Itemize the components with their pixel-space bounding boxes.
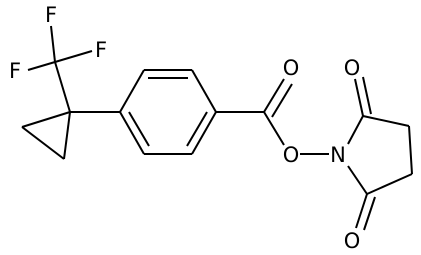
atom-o-imide-bottom: O xyxy=(344,229,361,253)
bond-imide-co-top-b xyxy=(362,76,372,115)
bond-cyclopropane-b xyxy=(21,126,65,160)
atom-f-right: F xyxy=(95,38,107,62)
atom-f-top: F xyxy=(45,3,57,27)
bond-ring-inner-right xyxy=(186,111,208,147)
bond-c5-n xyxy=(347,165,368,195)
bond-co-double-a xyxy=(263,78,285,113)
bond-c-f1 xyxy=(50,25,56,63)
bond-c3-c4 xyxy=(408,125,413,175)
atom-o-imide-top: O xyxy=(344,56,361,80)
bond-ring-1 xyxy=(119,69,145,113)
bond-c4-c5 xyxy=(366,173,413,195)
atom-o-ester: O xyxy=(283,143,300,167)
atom-n-imide: N xyxy=(330,143,346,167)
bond-co-double-b xyxy=(271,83,293,118)
bond-imide-co-bottom-a xyxy=(355,193,368,229)
bond-c2-c3 xyxy=(362,115,410,127)
bond-imide-co-bottom-b xyxy=(363,196,376,231)
bond-cf3-cyclopropyl xyxy=(54,61,71,113)
bond-imide-co-top-a xyxy=(354,78,364,117)
bond-ring-3 xyxy=(191,69,217,113)
bond-c-o-ester xyxy=(263,111,285,146)
atom-f-left: F xyxy=(9,59,21,83)
bond-ring-inner-left xyxy=(128,111,150,147)
bond-ring-4 xyxy=(191,111,217,155)
bond-c-f2 xyxy=(54,50,93,63)
atom-o-carbonyl: O xyxy=(283,56,300,80)
bond-cyclopropane-a xyxy=(21,111,71,128)
bond-cyclopropane-c xyxy=(63,111,71,160)
bond-n-c2 xyxy=(347,115,364,145)
bond-c-f3 xyxy=(27,61,56,71)
bond-ring-6 xyxy=(119,111,145,155)
